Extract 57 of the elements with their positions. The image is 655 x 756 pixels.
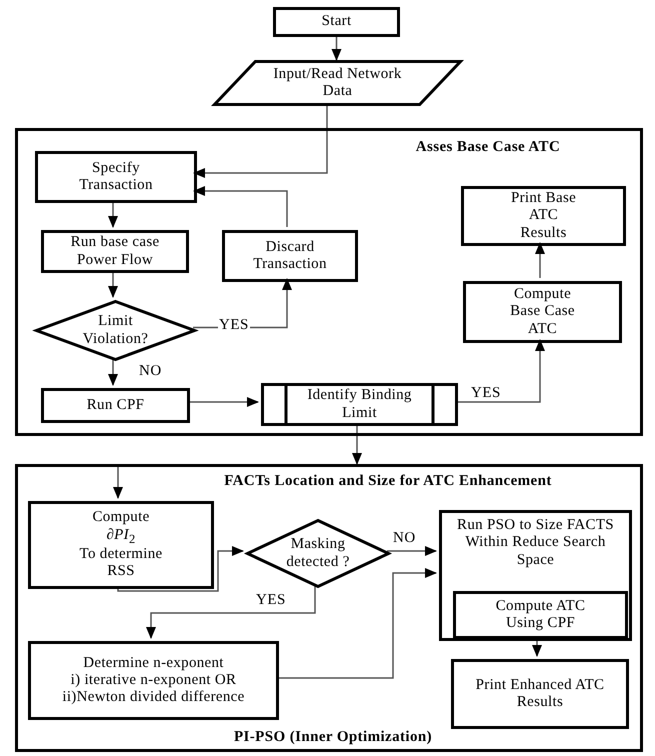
arrow xyxy=(535,242,545,278)
node-text: ii)Newton divided difference xyxy=(62,689,245,706)
arrow xyxy=(352,423,362,465)
node-text: Start xyxy=(322,13,352,31)
node-text: Masking detected ? xyxy=(285,536,351,571)
node-text: i) iterative n-exponent OR xyxy=(70,672,236,690)
process-box xyxy=(35,151,197,203)
panel-heading: PI-PSO (Inner Optimization) xyxy=(232,729,434,746)
process-box xyxy=(41,230,189,273)
arrow xyxy=(387,546,437,556)
process-box xyxy=(28,501,214,589)
node-text: Specify Transaction xyxy=(78,160,154,194)
decision-diamond xyxy=(246,519,390,588)
process-box xyxy=(451,659,629,729)
arrow xyxy=(276,568,437,679)
group-panel xyxy=(15,128,643,436)
process-box xyxy=(439,510,632,641)
node-text: Limit Violation? xyxy=(82,313,150,348)
arrow xyxy=(455,339,545,403)
process-box xyxy=(41,388,190,423)
decision-diamond xyxy=(35,300,196,361)
process-box xyxy=(222,230,358,282)
arrow xyxy=(193,186,288,227)
node-text: To determine RSS xyxy=(78,546,164,581)
arrow xyxy=(117,546,244,592)
node-text: Compute ATC Using CPF xyxy=(494,598,586,632)
node-text: Compute Base Case ATC xyxy=(509,286,576,338)
arrow xyxy=(108,358,118,386)
process-box xyxy=(461,186,626,246)
node-text: Print Base ATC Results xyxy=(510,190,578,242)
arrow xyxy=(193,106,328,178)
arrow xyxy=(113,464,123,499)
process-box xyxy=(463,281,622,343)
predefined-process-box xyxy=(261,383,458,426)
panel-heading: Asses Base Case ATC xyxy=(414,139,562,156)
arrow xyxy=(108,200,118,228)
node-text: Input/Read Network Data xyxy=(272,66,403,100)
arrow xyxy=(146,585,316,639)
process-box xyxy=(273,7,400,37)
group-panel xyxy=(15,464,643,752)
process-box xyxy=(453,591,628,639)
node-text: Run CPF xyxy=(86,396,144,414)
node-text: Run PSO to Size FACTS Within Reduce Search Space xyxy=(456,517,615,569)
node-text: ∂PI$_{2}$ xyxy=(106,526,136,546)
arrow xyxy=(332,37,342,61)
node-text: Print Enhanced ATC Results xyxy=(475,676,605,712)
node-text: Determine n-exponent xyxy=(83,654,224,672)
panel-heading: FACTs Location and Size for ATC Enhancement xyxy=(223,473,553,490)
node-text: Run base case Power Flow xyxy=(70,234,160,269)
arrow xyxy=(532,638,542,657)
node-text: Compute xyxy=(92,509,150,527)
arrow xyxy=(187,397,259,407)
node-text: Discard Transaction xyxy=(252,238,328,274)
node-text: Identify Binding Limit xyxy=(306,387,413,422)
input-parallelogram xyxy=(213,60,462,106)
process-box xyxy=(28,641,279,720)
arrow xyxy=(108,270,118,298)
